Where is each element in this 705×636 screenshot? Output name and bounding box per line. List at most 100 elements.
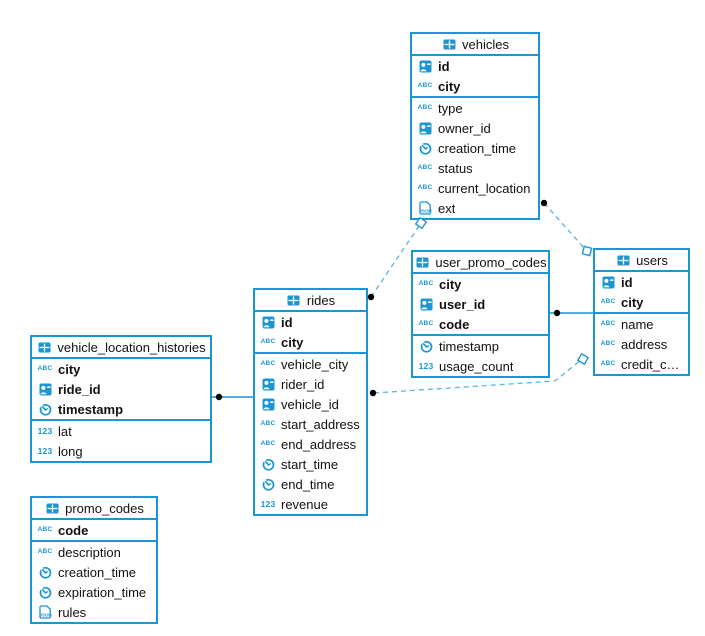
column-row-id[interactable]: id [412,56,538,76]
id-badge-icon [417,59,433,73]
column-label: code [439,316,470,332]
id-badge-icon [600,275,616,289]
timestamp-icon [37,585,53,599]
column-row-expiration_time[interactable]: expiration_time [32,582,156,602]
number-type-icon: 123 [260,498,276,509]
table-header[interactable]: rides [255,290,366,312]
column-row-address[interactable]: ABC address [595,334,688,354]
timestamp-icon [37,565,53,579]
column-label: city [438,78,461,94]
column-label: start_address [281,416,360,432]
column-label: expiration_time [58,584,147,600]
text-type-icon: ABC [417,163,433,171]
column-label: owner_id [438,120,491,136]
table-header[interactable]: user_promo_codes [413,252,548,274]
column-label: status [438,160,473,176]
table-title: user_promo_codes [435,254,547,270]
column-label: vehicle_id [281,396,339,412]
column-row-id[interactable]: id [255,312,366,332]
table-header[interactable]: vehicles [412,34,538,56]
table-title: users [636,252,668,268]
table-title: rides [306,292,336,308]
column-row-end_time[interactable]: end_time [255,474,366,494]
column-row-timestamp[interactable]: timestamp [32,399,210,419]
column-row-rider_id[interactable]: rider_id [255,374,366,394]
relationship-diamond-users-top [581,245,593,257]
column-row-id[interactable]: id [595,272,688,292]
column-row-ext[interactable]: JSON ext [412,198,538,218]
column-row-start_time[interactable]: start_time [255,454,366,474]
text-type-icon: ABC [260,419,276,427]
id-badge-icon [37,382,53,396]
relationship-line-rides-users[interactable] [373,359,582,394]
column-label: end_time [281,476,335,492]
text-type-icon: ABC [260,337,276,345]
table-icon [441,37,457,51]
text-type-icon: ABC [418,279,434,287]
column-row-city[interactable]: ABC city [412,76,538,96]
timestamp-icon [260,457,276,471]
column-label: address [621,336,668,352]
column-row-timestamp[interactable]: timestamp [413,336,548,356]
column-row-ride_id[interactable]: ride_id [32,379,210,399]
text-type-icon: ABC [600,339,616,347]
column-row-revenue[interactable]: 123 revenue [255,494,366,514]
table-header[interactable]: users [595,250,688,272]
id-badge-icon [260,397,276,411]
column-row-owner_id[interactable]: owner_id [412,118,538,138]
column-label: end_address [281,436,357,452]
column-row-status[interactable]: ABC status [412,158,538,178]
column-row-vehicle_id[interactable]: vehicle_id [255,394,366,414]
column-label: ext [438,200,456,216]
svg-text:JSON: JSON [39,613,52,618]
json-type-icon: JSON [37,605,53,619]
table-header[interactable]: vehicle_location_histories [32,337,210,359]
column-label: creation_time [58,564,137,580]
relationship-line-vehicles-users[interactable] [543,202,586,250]
column-row-creation_time[interactable]: creation_time [412,138,538,158]
column-row-user_id[interactable]: user_id [413,294,548,314]
table-icon [414,255,430,269]
column-label: description [58,544,121,560]
column-row-creation_time[interactable]: creation_time [32,562,156,582]
column-row-start_address[interactable]: ABC start_address [255,414,366,434]
svg-text:JSON: JSON [419,209,432,214]
table-icon [44,501,60,515]
column-label: revenue [281,496,328,512]
text-type-icon: ABC [417,81,433,89]
table-header[interactable]: promo_codes [32,498,156,520]
id-badge-icon [418,297,434,311]
column-label: city [621,294,644,310]
table-icon [286,293,302,307]
